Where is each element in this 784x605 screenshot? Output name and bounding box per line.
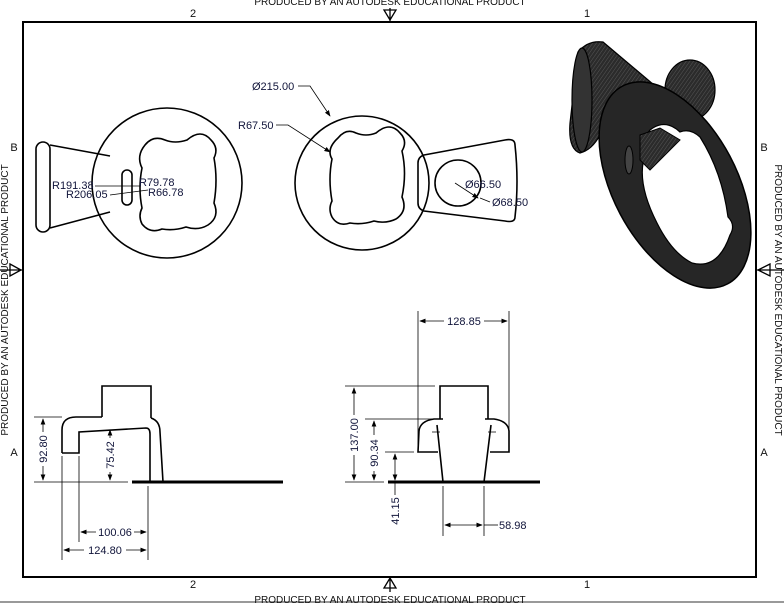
dim-r66-78: R66.78: [148, 187, 183, 199]
dim-137-00: 137.00: [349, 418, 361, 452]
isometric-shaded-view: [569, 41, 752, 289]
zone-col-2-bottom: 2: [190, 579, 196, 591]
zone-row-b-left: B: [10, 142, 17, 154]
dim-75-42: 75.42: [105, 441, 117, 469]
dim-d68-50: Ø68.50: [492, 197, 528, 209]
watermark-bottom: PRODUCED BY AN AUTODESK EDUCATIONAL PROD…: [254, 595, 525, 605]
dim-r67-50: R67.50: [238, 120, 273, 132]
dim-d66-50: Ø66.50: [465, 179, 501, 191]
zone-row-a-left: A: [10, 447, 18, 459]
dim-r206-05: R206.05: [66, 189, 108, 201]
zone-col-1-bottom: 1: [584, 579, 590, 591]
dim-92-80: 92.80: [38, 435, 50, 463]
dim-124-80: 124.80: [88, 545, 122, 557]
watermark-left: PRODUCED BY AN AUTODESK EDUCATIONAL PROD…: [0, 164, 11, 435]
zone-col-2-top: 2: [190, 8, 196, 20]
watermark-top: PRODUCED BY AN AUTODESK EDUCATIONAL PROD…: [254, 0, 525, 8]
zone-row-a-right: A: [760, 447, 768, 459]
zone-row-b-right: B: [760, 142, 767, 154]
dim-d215: Ø215.00: [252, 81, 294, 93]
front-view-right: 128.85 137.00 90.34 41.15 58.98: [345, 311, 540, 536]
top-view-right: Ø215.00 R67.50 Ø66.50 Ø68.50: [238, 81, 528, 251]
front-view-left: 92.80 75.42 100.06 124.80: [34, 385, 283, 560]
dim-90-34: 90.34: [369, 439, 381, 467]
dim-r79-78: R79.78: [139, 177, 174, 189]
dim-r191-38: R191.38: [52, 180, 94, 192]
dim-58-98: 58.98: [499, 520, 527, 532]
zone-col-1-top: 1: [584, 8, 590, 20]
top-view-left: R191.38 R206.05 R79.78 R66.78: [35, 107, 243, 259]
dim-100-06: 100.06: [98, 527, 132, 539]
watermark-right: PRODUCED BY AN AUTODESK EDUCATIONAL PROD…: [772, 164, 783, 435]
center-mark-icons: [0, 8, 784, 592]
dim-128-85: 128.85: [447, 316, 481, 328]
dim-41-15: 41.15: [390, 497, 402, 525]
